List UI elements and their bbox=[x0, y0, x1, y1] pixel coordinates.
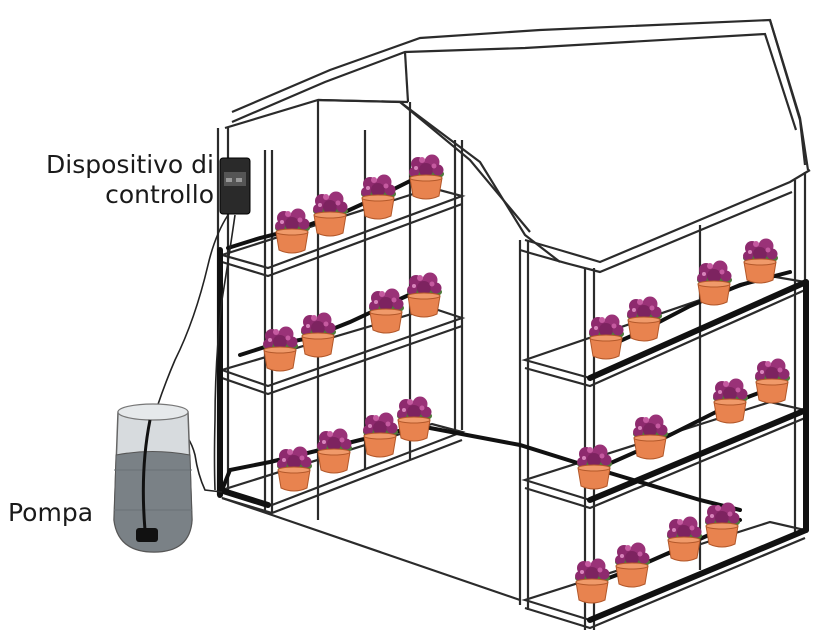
flower-pot-icon bbox=[712, 378, 749, 424]
shelf-rails bbox=[217, 247, 809, 623]
flower-pot-icon bbox=[754, 358, 791, 404]
plants-right-top bbox=[588, 238, 779, 360]
flower-pot-icon bbox=[360, 174, 397, 220]
flower-pot-icon bbox=[704, 502, 741, 548]
control-box-icon bbox=[219, 157, 251, 215]
flower-pot-icon bbox=[312, 191, 349, 237]
plants-right-bottom bbox=[574, 502, 741, 604]
flower-pot-icon bbox=[300, 312, 337, 358]
flower-pot-icon bbox=[626, 296, 663, 342]
flower-pot-icon bbox=[362, 412, 399, 458]
flower-pot-icon bbox=[588, 314, 625, 360]
flower-pot-icon bbox=[666, 516, 703, 562]
plants-left-bottom bbox=[276, 396, 433, 492]
flower-pot-icon bbox=[574, 558, 611, 604]
flower-pot-icon bbox=[632, 414, 669, 460]
control-device-label-line2: controllo bbox=[105, 180, 214, 209]
pump-label: Pompa bbox=[8, 498, 94, 527]
flower-pot-icon bbox=[576, 444, 613, 490]
flower-pot-icon bbox=[368, 288, 405, 334]
flower-pot-icon bbox=[396, 396, 433, 442]
flower-pot-icon bbox=[696, 260, 733, 306]
control-device-label: Dispositivo di controllo bbox=[0, 150, 214, 210]
flower-pot-icon bbox=[742, 238, 779, 284]
irrigation-hoses bbox=[220, 178, 792, 587]
flower-pot-icon bbox=[276, 446, 313, 492]
flower-pot-icon bbox=[406, 272, 443, 318]
flower-pot-icon bbox=[408, 154, 445, 200]
water-barrel-pump-icon bbox=[113, 403, 193, 553]
flower-pot-icon bbox=[614, 542, 651, 588]
flower-pot-icon bbox=[274, 208, 311, 254]
flower-pot-icon bbox=[316, 428, 353, 474]
control-device-label-line1: Dispositivo di bbox=[46, 150, 214, 179]
flower-pot-icon bbox=[262, 326, 299, 372]
